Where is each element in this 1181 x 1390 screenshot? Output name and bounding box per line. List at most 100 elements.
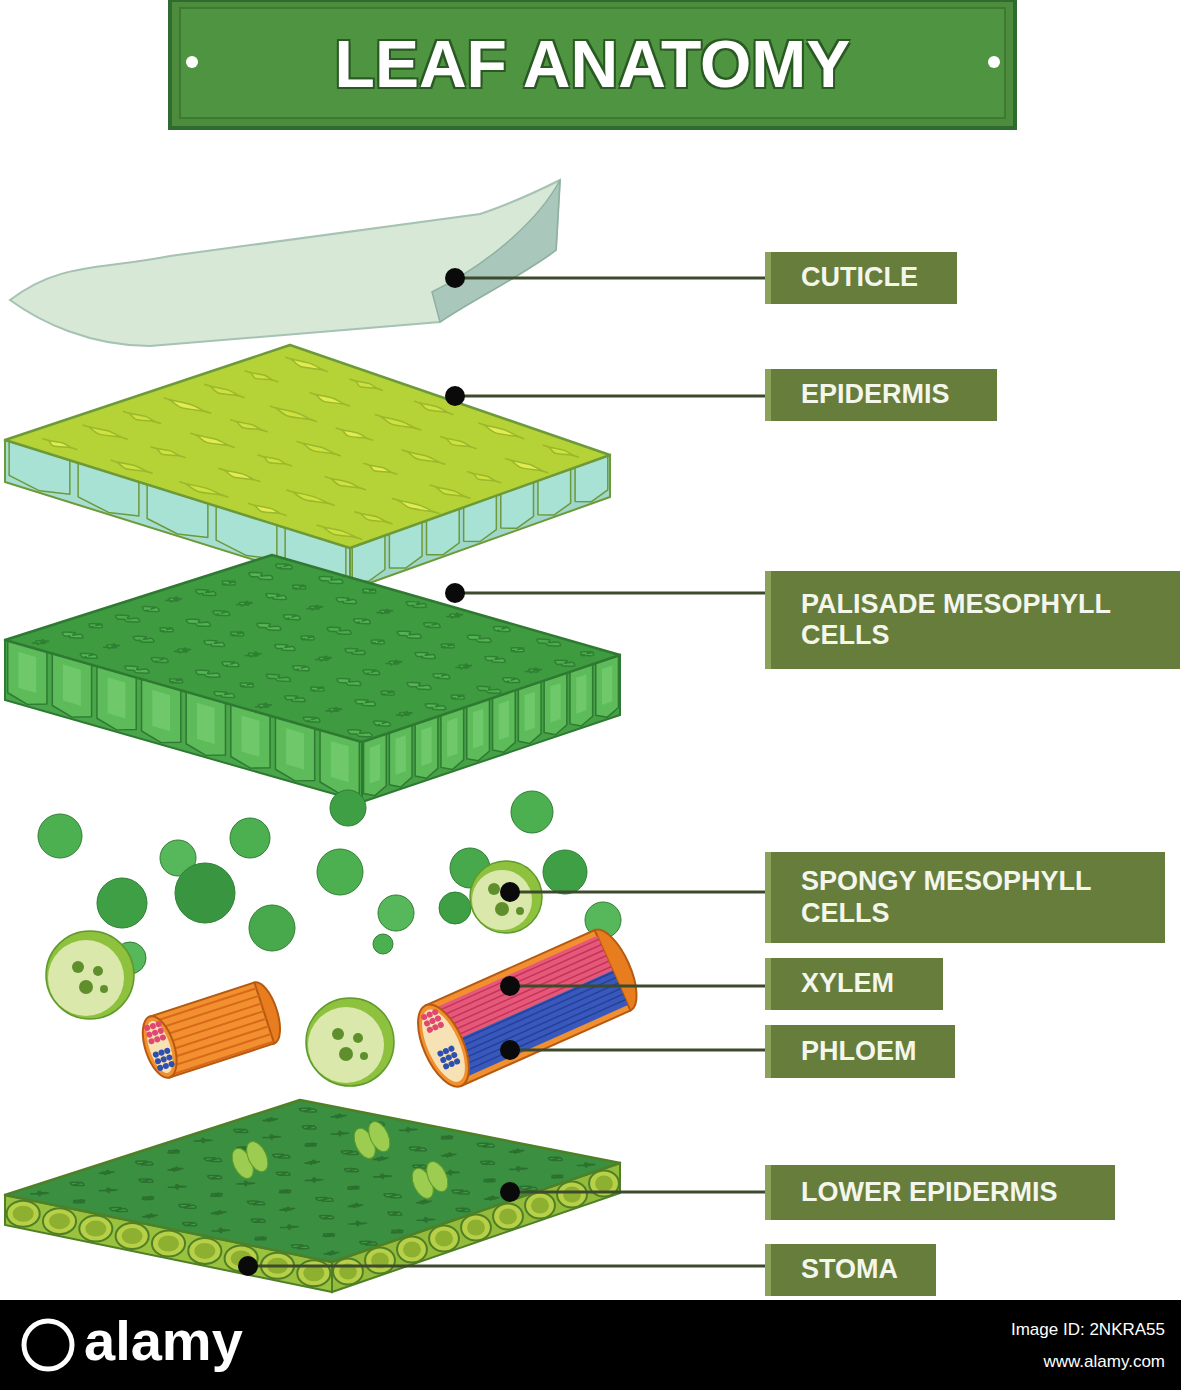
watermark-text: www.alamy.com bbox=[1043, 1352, 1165, 1372]
cell bbox=[186, 619, 210, 626]
cell bbox=[283, 615, 300, 620]
label-box: SPONGY MESOPHYLL CELLS bbox=[765, 852, 1165, 943]
cell bbox=[275, 645, 295, 651]
leader-line bbox=[510, 1049, 765, 1052]
cell bbox=[305, 1178, 323, 1183]
cell bbox=[204, 640, 224, 646]
cell bbox=[456, 1208, 470, 1211]
cell bbox=[293, 666, 310, 671]
cell-column-core bbox=[370, 744, 380, 783]
cell-end bbox=[7, 1201, 40, 1227]
cell-column-core bbox=[550, 683, 560, 722]
tube-stripe bbox=[449, 983, 618, 1058]
cell bbox=[305, 1160, 320, 1164]
cell bbox=[89, 624, 102, 628]
cell bbox=[231, 420, 268, 432]
cell bbox=[168, 1185, 186, 1190]
cell bbox=[263, 1135, 281, 1140]
banner-dot bbox=[988, 56, 1000, 68]
cell bbox=[291, 1245, 308, 1249]
label-text-stack: XYLEM bbox=[801, 968, 894, 999]
label-box: LOWER EPIDERMIS bbox=[765, 1165, 1115, 1220]
cell-column bbox=[596, 656, 619, 718]
cell bbox=[348, 730, 372, 737]
cell bbox=[62, 632, 83, 638]
cell bbox=[441, 1153, 456, 1157]
title-banner-inner bbox=[180, 8, 1005, 118]
cell-end bbox=[557, 1182, 587, 1208]
cell-end bbox=[116, 1223, 149, 1249]
cell bbox=[142, 1197, 153, 1200]
cell bbox=[99, 1171, 114, 1175]
xylem-vessel bbox=[434, 1015, 442, 1023]
cut-cell-hole bbox=[353, 1033, 363, 1043]
cell bbox=[136, 1161, 153, 1165]
phloem-vessel bbox=[450, 1051, 458, 1059]
cell-end-inner bbox=[303, 1265, 324, 1281]
cell bbox=[484, 1179, 495, 1182]
cell bbox=[345, 1169, 359, 1172]
cell bbox=[326, 707, 342, 712]
cell bbox=[537, 639, 561, 646]
cell bbox=[219, 468, 260, 481]
cell bbox=[456, 664, 472, 669]
cell bbox=[281, 1225, 299, 1230]
cell bbox=[273, 1154, 290, 1158]
cell bbox=[166, 597, 182, 602]
cell bbox=[266, 594, 286, 600]
cell bbox=[307, 605, 323, 610]
phloem-vessel bbox=[163, 1047, 171, 1055]
cell bbox=[355, 700, 375, 706]
xylem-vessel bbox=[157, 1027, 165, 1035]
cell-column-core bbox=[331, 741, 349, 782]
cell bbox=[179, 1204, 196, 1208]
cell bbox=[477, 1143, 494, 1147]
cell bbox=[336, 598, 356, 604]
cell bbox=[180, 482, 228, 497]
cell-column-core bbox=[576, 674, 586, 713]
cell bbox=[392, 498, 439, 513]
cell-end bbox=[43, 1208, 76, 1234]
label-text: SPONGY MESOPHYLL CELLS bbox=[801, 866, 1153, 928]
cell bbox=[374, 1174, 392, 1179]
cell bbox=[211, 1193, 222, 1196]
phloem-vessel bbox=[453, 1057, 461, 1065]
cell bbox=[417, 1217, 435, 1222]
cell bbox=[270, 406, 316, 421]
label-text-stack: LOWER EPIDERMIS bbox=[801, 1177, 1058, 1208]
xylem-vessel bbox=[437, 1021, 445, 1029]
spongy-cell bbox=[330, 790, 366, 826]
spongy-cell bbox=[378, 895, 414, 931]
cell bbox=[406, 602, 426, 608]
cell bbox=[415, 653, 435, 659]
tube-section bbox=[413, 1004, 474, 1088]
label-box: EPIDERMIS bbox=[765, 369, 997, 421]
cell bbox=[424, 623, 441, 628]
cell bbox=[386, 660, 402, 665]
leader-line bbox=[510, 891, 765, 894]
cell bbox=[249, 573, 273, 580]
cell-column-core bbox=[108, 677, 126, 718]
cell-column bbox=[467, 699, 490, 761]
cut-cell-face bbox=[472, 870, 532, 930]
cell bbox=[363, 670, 380, 675]
watermark-text: alamy bbox=[84, 1308, 243, 1373]
cell bbox=[377, 609, 393, 614]
cell-column-core bbox=[525, 692, 535, 731]
cell bbox=[237, 1181, 255, 1186]
label-text: EPIDERMIS bbox=[801, 379, 950, 410]
cut-cell-hole bbox=[332, 1028, 344, 1040]
title-banner bbox=[170, 0, 1015, 128]
label-text-stack: EPIDERMIS bbox=[801, 379, 950, 410]
cut-cell-hole bbox=[495, 902, 509, 916]
spongy-cell bbox=[249, 905, 295, 951]
cell bbox=[168, 1167, 183, 1171]
cell bbox=[485, 656, 505, 662]
cell bbox=[311, 687, 324, 691]
cell bbox=[526, 668, 542, 673]
tube-stripe bbox=[452, 989, 621, 1064]
cell-column-core bbox=[602, 666, 612, 705]
epidermis-layer bbox=[5, 345, 610, 590]
cell bbox=[204, 1158, 221, 1162]
